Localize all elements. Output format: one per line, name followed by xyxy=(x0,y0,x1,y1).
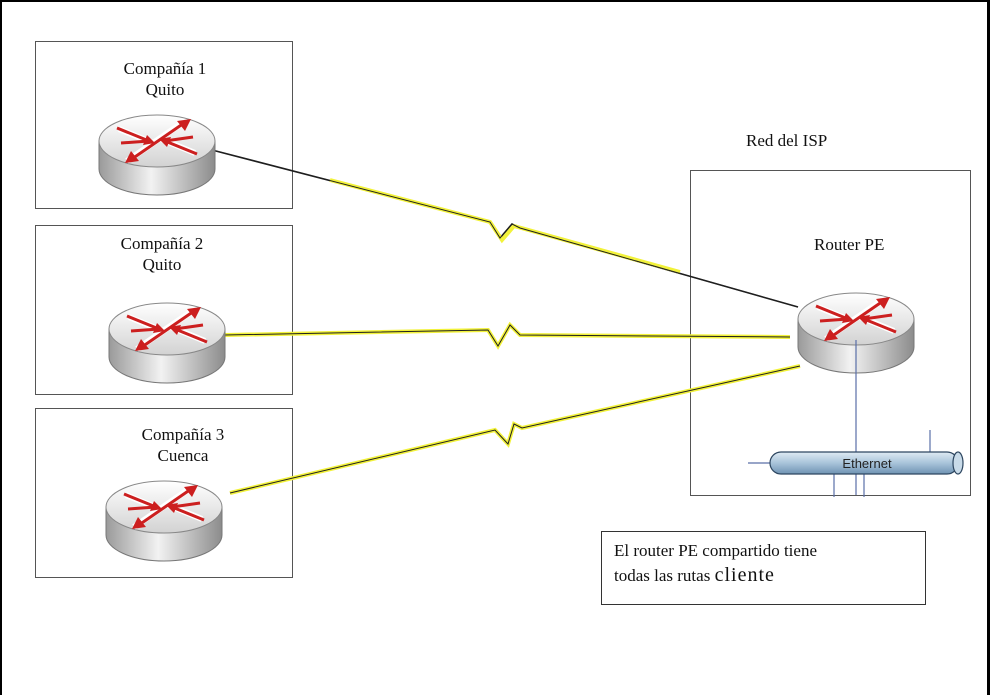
site-2-label: Compañía 2 Quito xyxy=(92,233,232,275)
site-1-city: Quito xyxy=(145,80,185,99)
site-2-city: Quito xyxy=(142,255,182,274)
serial-link-1 xyxy=(211,149,799,308)
ethernet-label: Ethernet xyxy=(842,456,892,471)
serial-link-2 xyxy=(224,321,791,350)
note-line-2: todas las rutas cliente xyxy=(614,563,913,588)
note-line-2-emphasis: cliente xyxy=(714,564,775,586)
site-3-city: Cuenca xyxy=(157,446,209,465)
serial-link-3 xyxy=(229,364,801,495)
note-box: El router PE compartido tiene todas las … xyxy=(601,531,926,605)
site-1-label: Compañía 1 Quito xyxy=(95,58,235,100)
site-2-name: Compañía 2 xyxy=(120,234,204,253)
site-3-label: Compañía 3 Cuenca xyxy=(108,424,258,466)
router-icon-site-1 xyxy=(99,115,215,195)
site-3-name: Compañía 3 xyxy=(141,425,225,444)
router-icon-site-3 xyxy=(106,481,222,561)
ethernet-bus-icon xyxy=(748,340,964,497)
note-line-1: El router PE compartido tiene xyxy=(614,541,817,560)
router-pe-label: Router PE xyxy=(814,235,885,254)
router-icon-site-2 xyxy=(109,303,225,383)
isp-network-label: Red del ISP xyxy=(746,131,828,150)
site-1-name: Compañía 1 xyxy=(123,59,207,78)
note-line-2-text: todas las rutas xyxy=(614,566,711,585)
